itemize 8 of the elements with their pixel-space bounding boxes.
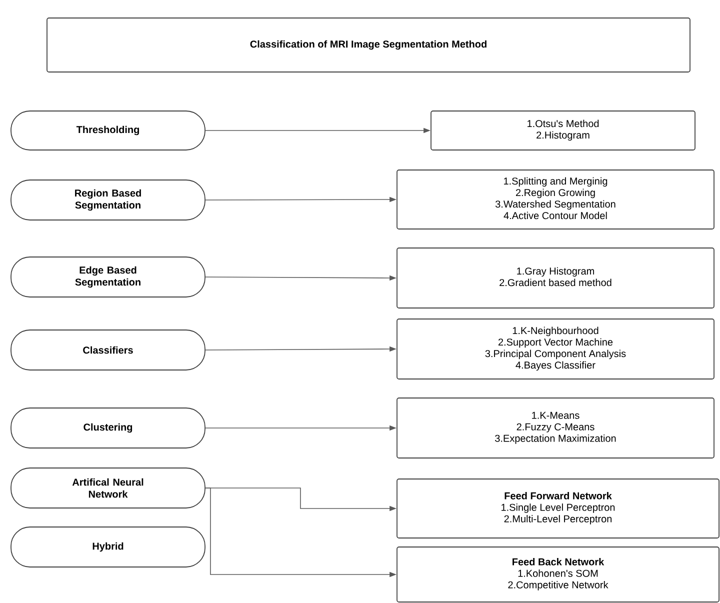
method-box: Feed Forward Network 1.Single Level Perceptron 2.Multi-Level Perceptron [396, 478, 720, 538]
method-box: 1.Splitting and Merginig 2.Region Growing 3.Watershed Segmentation 4.Active Contour Model [396, 170, 714, 230]
title-box: Classification of MRI Image Segmentation Method [46, 18, 690, 72]
method-box: 1.Otsu's Method 2.Histogram [430, 110, 696, 150]
method-box: Feed Back Network 1.Kohonen's SOM 2.Competitive Network [396, 546, 720, 602]
method-box: 1.K-Means 2.Fuzzy C-Means 3.Expectation Maximization [396, 398, 714, 458]
method-box: 1.Gray Histogram 2.Gradient based method [396, 248, 714, 308]
method-box: 1.K-Neighbourhood 2.Support Vector Machine 3.Principal Component Analysis 4.Bayes Classifier [396, 318, 714, 380]
